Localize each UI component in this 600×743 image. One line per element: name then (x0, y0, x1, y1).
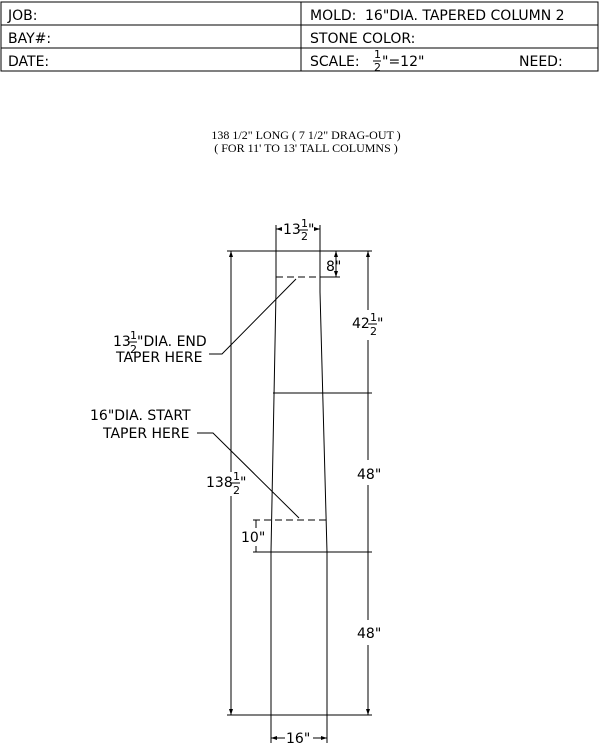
top-offset-label: 8" (326, 259, 341, 275)
middle-seg-label: 48" (357, 467, 381, 483)
start-callout-line2: TAPER HERE (102, 426, 189, 442)
upper-seg-whole: 42 (352, 316, 370, 332)
top-width-denominator: 2 (301, 230, 308, 243)
end-callout-text: "DIA. END (137, 334, 207, 350)
arrowheads (229, 227, 370, 740)
note-length: 138 1/2" LONG ( 7 1/2" DRAG-OUT ) (211, 128, 400, 142)
end-callout-denominator: 2 (130, 343, 137, 356)
lower-seg-label: 48" (357, 626, 381, 642)
date-label: DATE: (8, 54, 49, 70)
mold-value: 16"DIA. TAPERED COLUMN 2 (365, 8, 565, 24)
scale-value: "=12" (382, 54, 424, 70)
upper-seg-unit: " (377, 316, 383, 332)
scale-label: SCALE: (310, 54, 360, 70)
bottom-width-label: 16" (286, 731, 310, 743)
arrowhead (229, 709, 233, 715)
column-outline (253, 250, 372, 716)
scale-fraction-numerator: 1 (374, 48, 381, 61)
overall-denominator: 2 (233, 484, 240, 497)
overall-whole: 138 (206, 475, 233, 491)
stone-color-label: STONE COLOR: (310, 31, 415, 47)
title-block-border (0, 1, 599, 72)
scale-fraction-denominator: 2 (374, 61, 381, 74)
column-left-edge (270, 251, 277, 715)
arrowhead (276, 227, 282, 231)
column-right-edge (319, 251, 328, 715)
arrowhead (366, 251, 370, 257)
start-offset-label: 10" (241, 530, 265, 546)
top-width-whole: 13 (283, 222, 301, 238)
note-columns: ( FOR 11' TO 13' TALL COLUMNS ) (214, 141, 398, 155)
callout-labels: 13 1 2 "DIA. END TAPER HERE 16"DIA. STAR… (90, 329, 207, 442)
arrowhead (334, 251, 338, 257)
dimension-lines (197, 225, 372, 743)
top-width-numerator: 1 (301, 217, 308, 230)
upper-seg-denominator: 2 (370, 325, 377, 338)
arrowhead (229, 251, 233, 257)
start-taper-leader (197, 432, 300, 519)
arrowhead (321, 736, 327, 740)
end-callout-numerator: 1 (130, 329, 137, 342)
end-taper-leader (209, 278, 297, 355)
top-width-unit: " (308, 222, 314, 238)
overall-unit: " (240, 475, 246, 491)
end-callout-whole: 13 (113, 334, 131, 350)
arrowhead (271, 736, 277, 740)
arrowhead (366, 709, 370, 715)
end-callout-line2: TAPER HERE (115, 350, 202, 366)
need-label: NEED: (519, 54, 563, 70)
overall-numerator: 1 (233, 470, 240, 483)
arrowhead (334, 271, 338, 277)
dimension-labels: 13 1 2 " 8" 42 1 2 " 138 1 2 " 48" 48" 1… (206, 217, 383, 743)
upper-seg-numerator: 1 (370, 311, 377, 324)
bay-label: BAY#: (8, 31, 51, 47)
title-block: JOB: BAY#: DATE: MOLD: 16"DIA. TAPERED C… (0, 1, 599, 74)
mold-label: MOLD: (310, 8, 356, 24)
arrowhead (314, 227, 320, 231)
job-label: JOB: (7, 8, 37, 24)
start-callout-line1: 16"DIA. START (90, 408, 191, 424)
